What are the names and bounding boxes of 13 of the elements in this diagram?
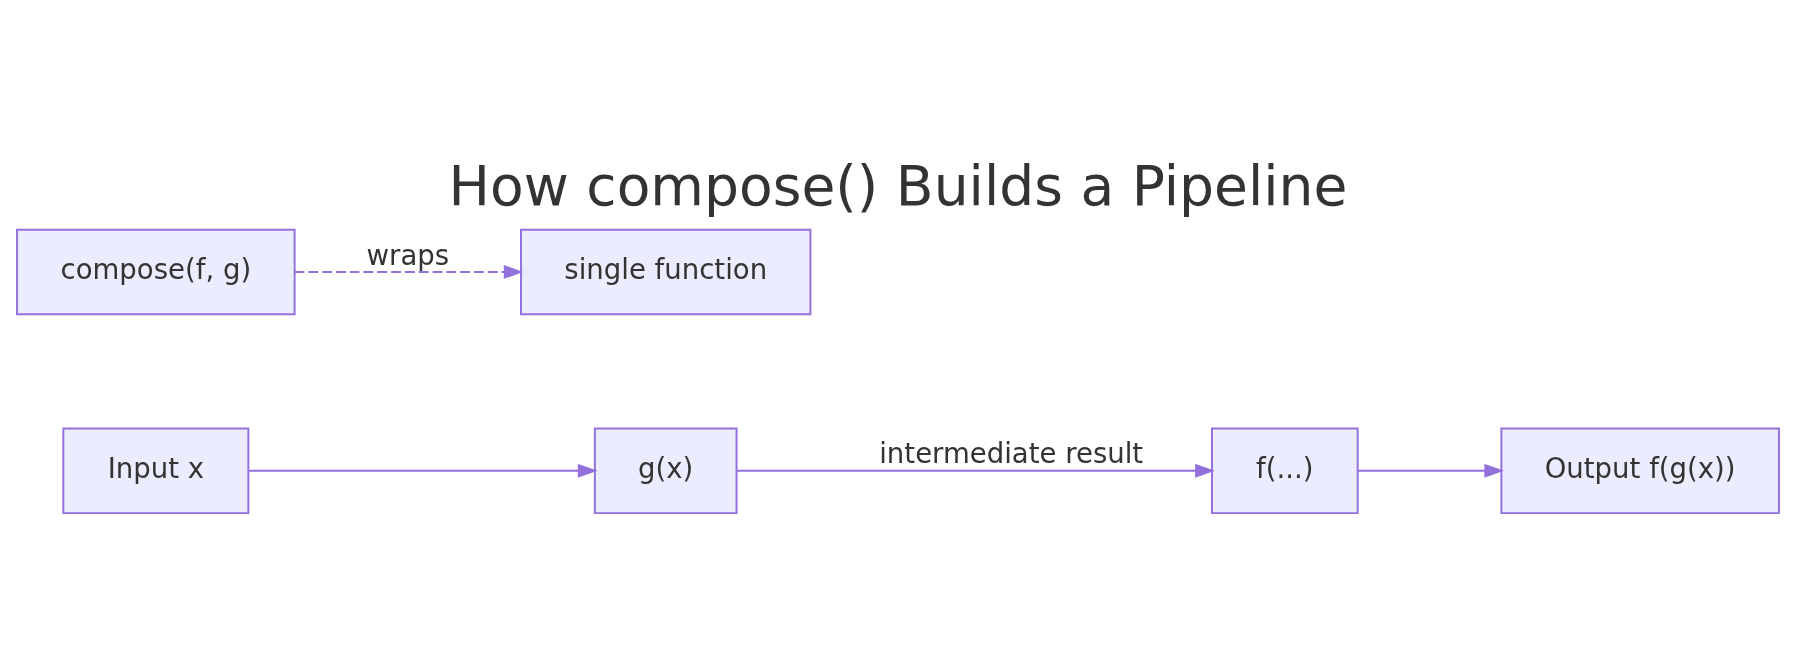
edge-label: intermediate result — [879, 437, 1144, 470]
node-box: f(...) — [1211, 427, 1359, 515]
node-box: Input x — [62, 427, 250, 515]
diagram-title: How compose() Builds a Pipeline — [448, 153, 1348, 218]
arrow — [247, 463, 598, 478]
arrow — [736, 463, 1215, 478]
arrow — [293, 265, 524, 279]
node-box: single function — [520, 228, 812, 316]
node-box: Output f(g(x)) — [1500, 427, 1780, 515]
node-box: compose(f, g) — [16, 228, 296, 316]
edge-label: wraps — [366, 238, 450, 271]
arrow — [1356, 463, 1505, 478]
node-box: g(x) — [593, 427, 738, 515]
